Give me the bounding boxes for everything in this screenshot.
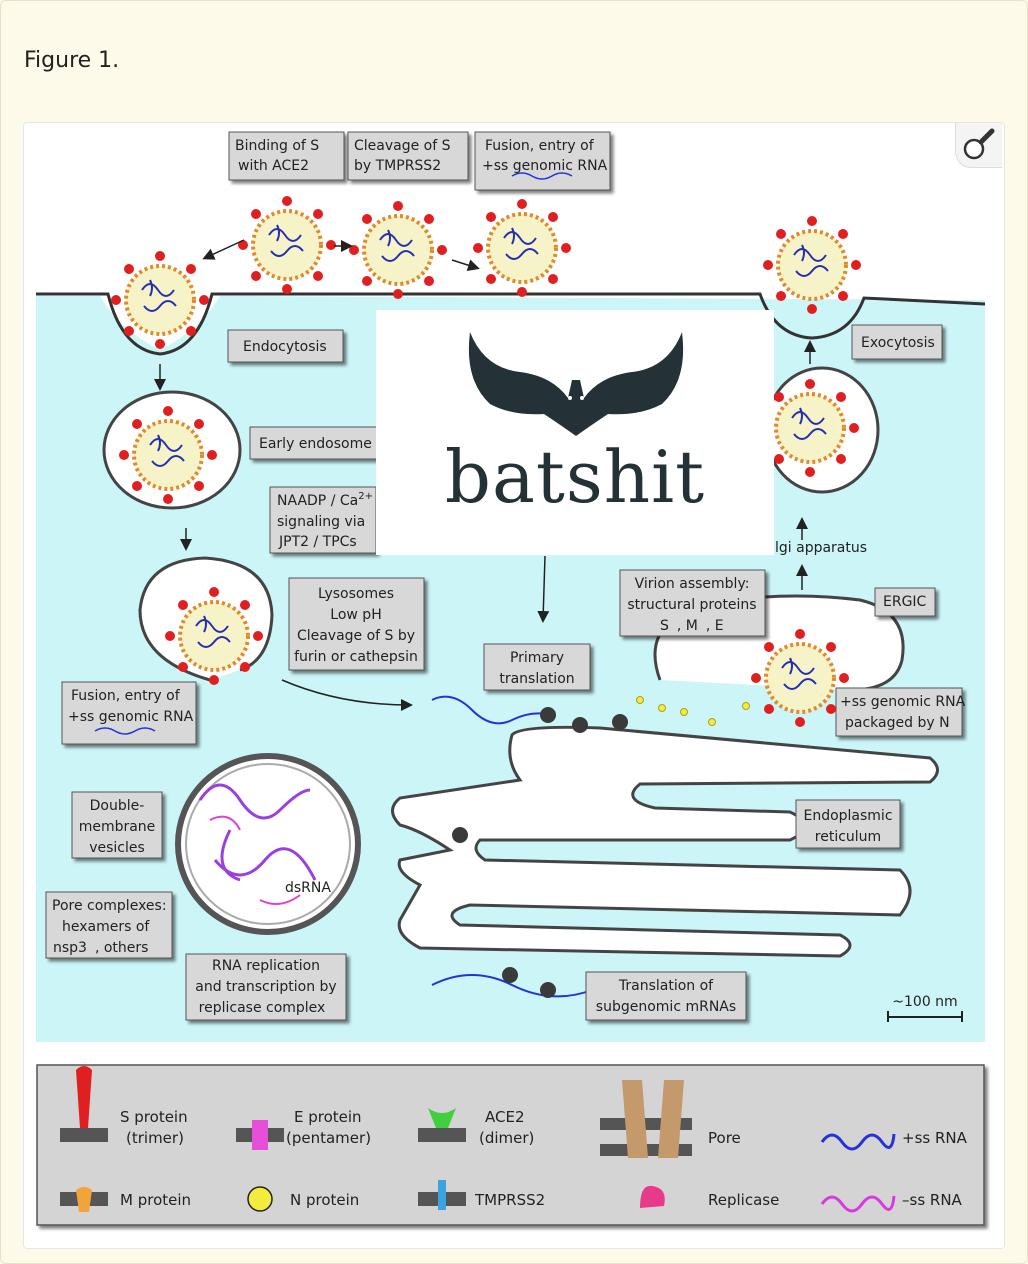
batshit-logo-overlay: batshit (376, 310, 774, 555)
label-lysosomes-1: Lysosomes (318, 586, 394, 602)
label-pore-complexes-2: hexamers of (62, 919, 150, 935)
ribosomes (452, 707, 628, 998)
plasma-membrane (36, 292, 986, 356)
label-cleavage-1: Cleavage of S (354, 138, 451, 154)
label-naadp-3: JPT2 / TPCs (278, 534, 357, 550)
label-translation-sub-2: subgenomic mRNAs (596, 999, 736, 1015)
label-fusion-left-1: Fusion, entry of (71, 688, 181, 704)
label-dmv-3: vesicles (89, 840, 145, 856)
label-packaged-2: packaged by N (845, 715, 950, 731)
zoom-button[interactable] (955, 123, 1002, 168)
label-lysosomes-3: Cleavage of S by (297, 628, 415, 644)
legend-s-protein-2: (trimer) (126, 1129, 184, 1147)
scale-bar-label: ~100 nm (892, 994, 957, 1010)
virion-endocytosis (109, 249, 211, 351)
label-naadp-2: signaling via (277, 514, 365, 530)
label-fusion-left-2: +ss genomic RNA (68, 709, 194, 725)
label-rna-replication-1: RNA replication (212, 958, 320, 974)
label-er-2: reticulum (815, 829, 881, 845)
legend-n-protein: N protein (290, 1191, 359, 1209)
label-endocytosis: Endocytosis (243, 339, 327, 355)
label-binding-1: Binding of S (235, 138, 319, 154)
virion-fusion (471, 197, 573, 299)
legend-tmprss2: TMPRSS2 (474, 1191, 545, 1209)
label-naadp-1: NAADP / Ca2+ (277, 491, 373, 509)
label-dmv-2: membrane (79, 819, 156, 835)
n-proteins (636, 696, 750, 726)
virion-cleavage (347, 199, 449, 301)
label-virion-assembly-1: Virion assembly: (635, 576, 750, 592)
bat-logo-icon (468, 332, 684, 436)
label-rna-replication-3: replicase complex (199, 1000, 326, 1016)
label-pore-complexes-3: nsp3, others (53, 940, 148, 956)
label-ergic: ERGIC (883, 594, 927, 610)
label-cleavage-2: by TMPRSS2 (354, 158, 441, 174)
label-translation-sub-1: Translation of (618, 978, 714, 994)
legend-m-protein: M protein (120, 1191, 191, 1209)
legend-s-protein-1: S protein (120, 1108, 188, 1126)
label-dsrna: dsRNA (285, 880, 331, 896)
label-virion-assembly-2: structural proteins (627, 597, 756, 613)
figure-title: Figure 1. (24, 48, 120, 73)
label-pore-complexes-1: Pore complexes: (52, 898, 167, 914)
legend-e-protein-2: (pentamer) (286, 1129, 371, 1147)
label-fusion-top-2: +ss genomic RNA (482, 158, 608, 174)
label-er-1: Endoplasmic (803, 808, 892, 824)
label-early-endosome: Early endosome (259, 436, 372, 452)
label-rna-replication-2: and transcription by (195, 979, 336, 995)
label-primary-translation-1: Primary (510, 650, 564, 666)
label-dmv-1: Double- (90, 798, 145, 814)
label-golgi: lgi apparatus (775, 540, 867, 556)
legend-ace2-1: ACE2 (485, 1108, 525, 1126)
label-lysosomes-4: furin or cathepsin (294, 649, 418, 665)
legend-e-protein-1: E protein (294, 1108, 362, 1126)
logo-text: batshit (444, 435, 706, 519)
legend-minus-rna: –ss RNA (902, 1191, 963, 1209)
label-lysosomes-2: Low pH (330, 607, 381, 623)
legend-replicase: Replicase (708, 1191, 779, 1209)
magnifier-icon (963, 128, 995, 160)
label-boxes (45, 131, 963, 1021)
label-primary-translation-2: translation (499, 671, 574, 687)
label-packaged-1: +ss genomic RNA (840, 694, 966, 710)
label-binding-2: with ACE2 (238, 158, 309, 174)
legend-ace2-2: (dimer) (479, 1129, 534, 1147)
legend-pore: Pore (708, 1129, 741, 1147)
legend-icons (60, 1066, 896, 1213)
legend-plus-rna: +ss RNA (902, 1129, 968, 1147)
label-fusion-top-1: Fusion, entry of (485, 138, 595, 154)
label-exocytosis: Exocytosis (861, 335, 935, 351)
virion-binding (236, 194, 338, 296)
endoplasmic-reticulum (391, 725, 939, 958)
label-virion-assembly-3: S, M, E (660, 618, 724, 634)
